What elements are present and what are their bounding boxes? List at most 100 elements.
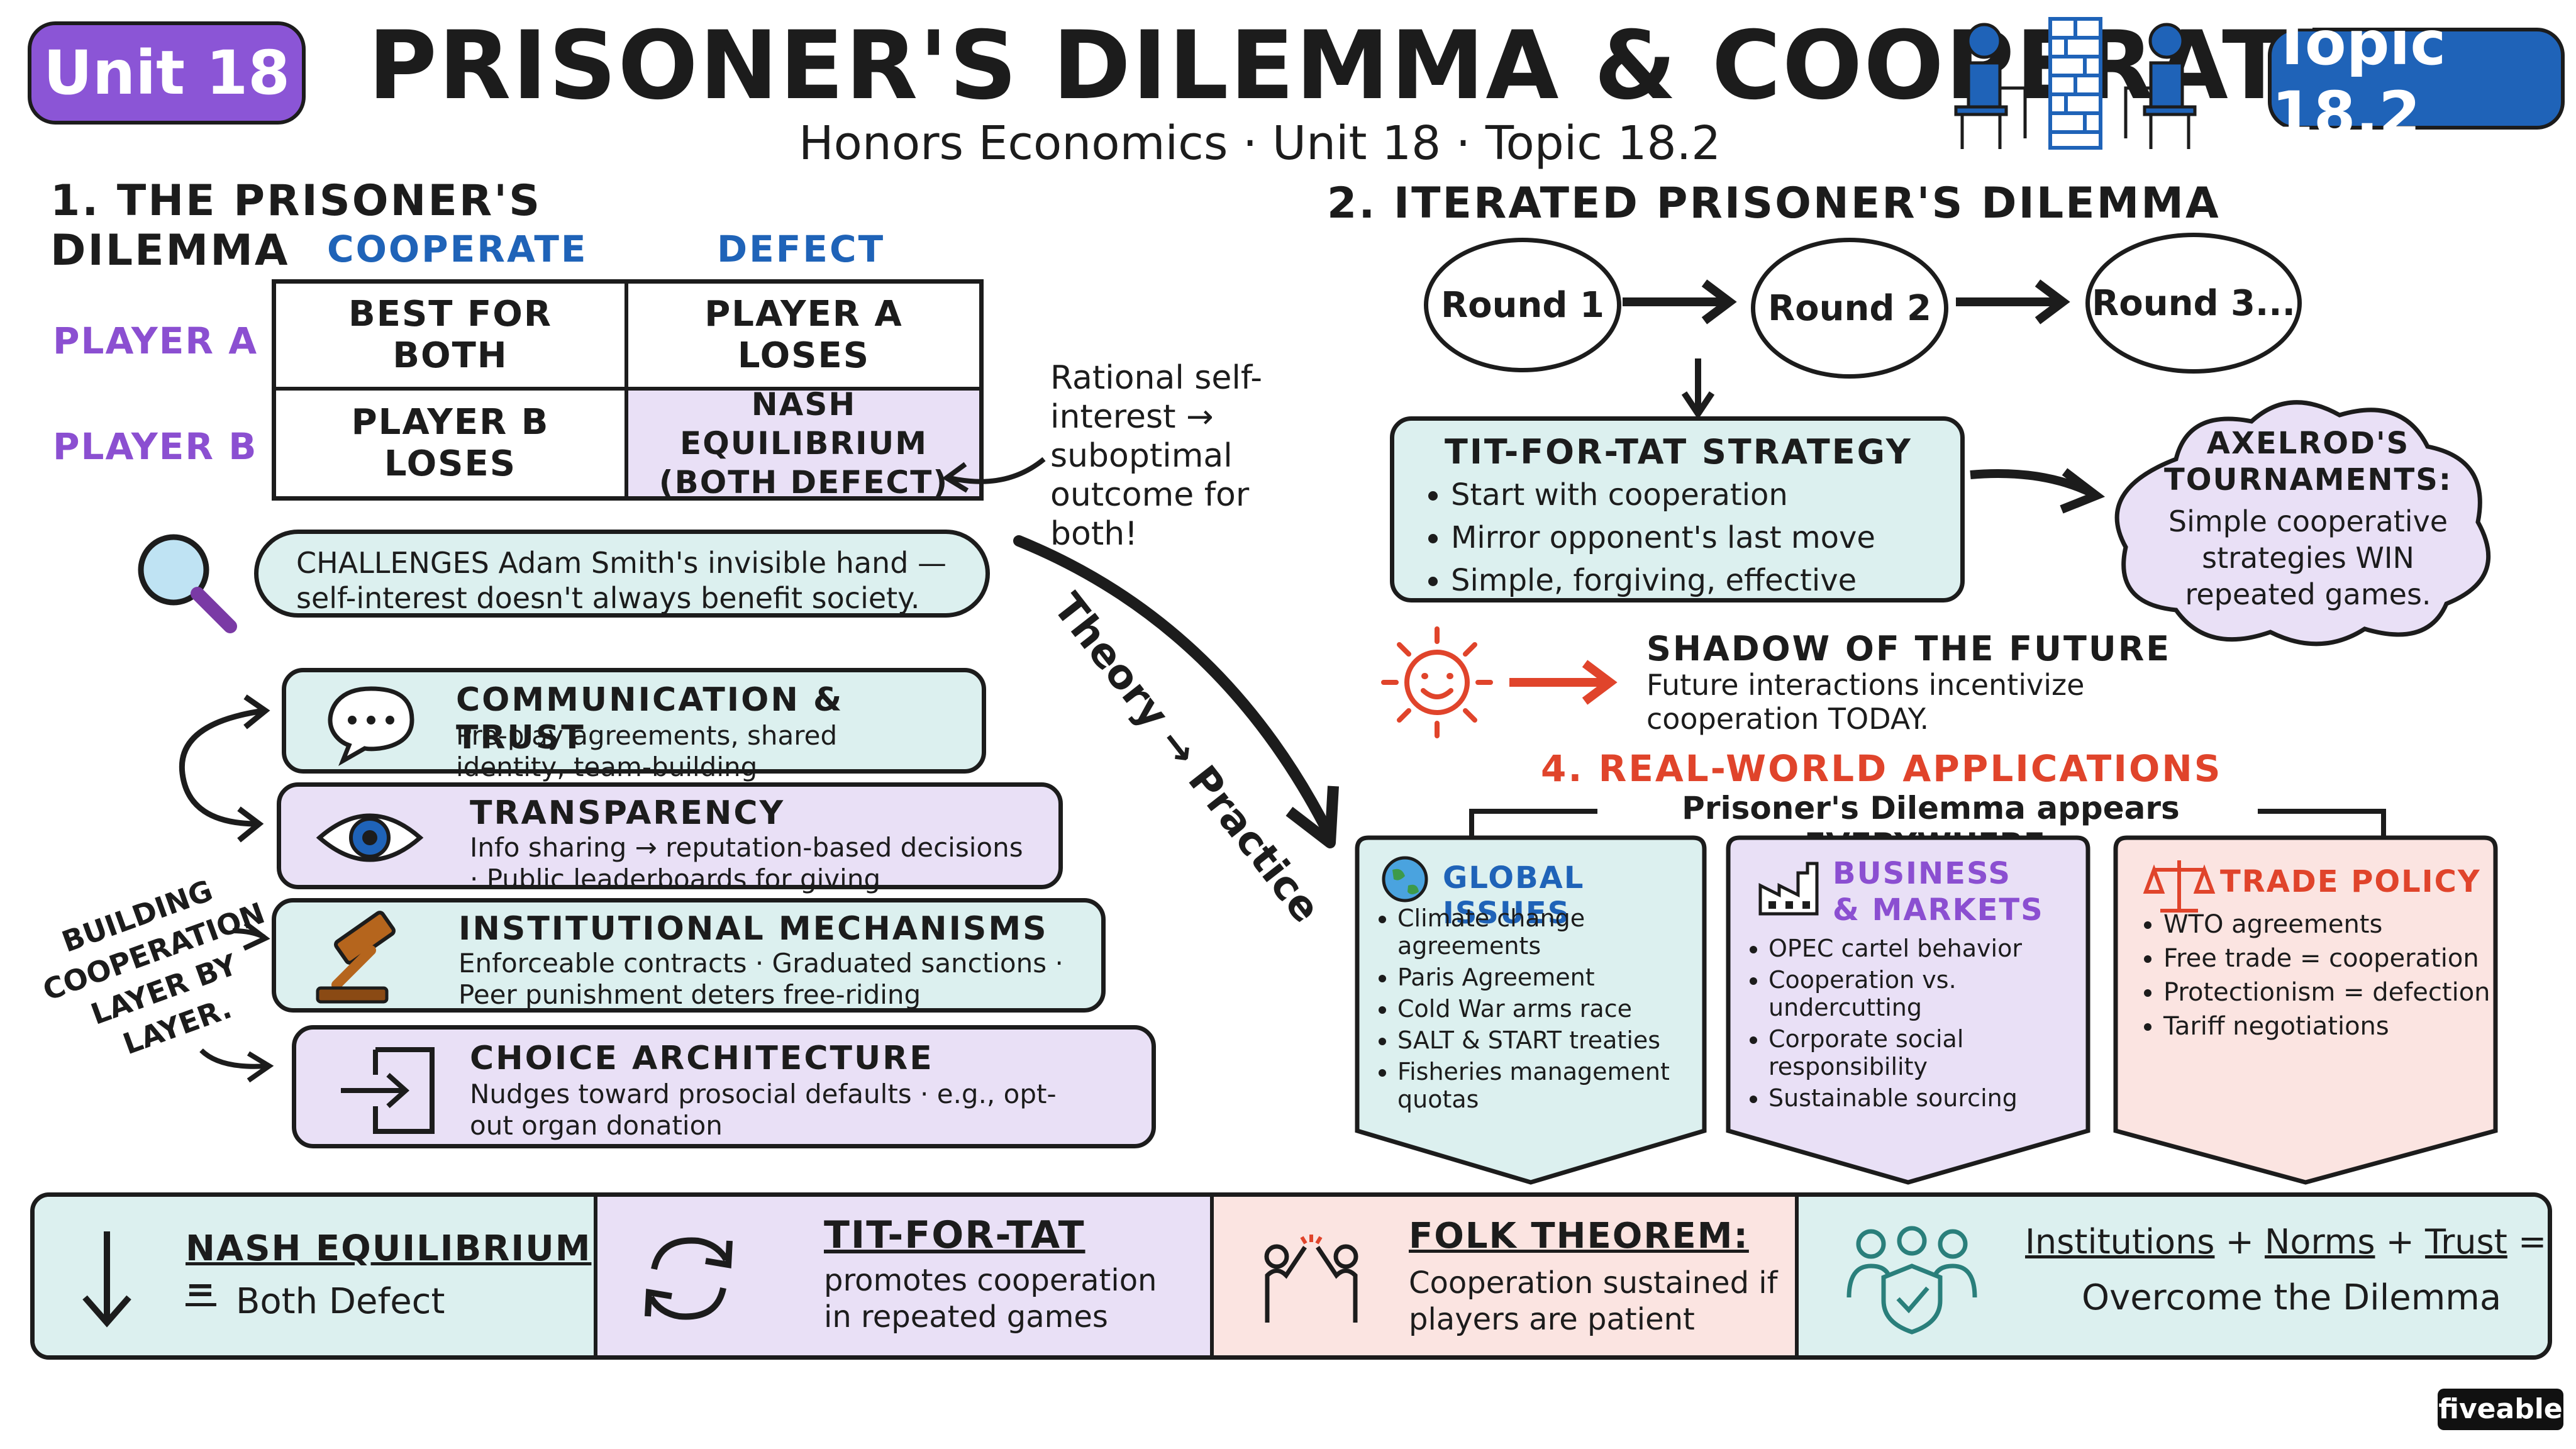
globe-icon [1382, 856, 1428, 902]
rounds-arrows [1623, 279, 2070, 420]
rational-self-interest-note: Rational self-interest → suboptimal outc… [1050, 359, 1263, 553]
section2-heading: 2. ITERATED PRISONER'S DILEMMA [1327, 179, 2221, 228]
summary-institutions: Institutions + Norms + Trust = Overcome … [1799, 1197, 2548, 1355]
business-markets-card: BUSINESS & MARKETS OPEC cartel behavior … [1726, 835, 2090, 1187]
sun-icon [1381, 626, 1618, 738]
trade-policy-item: Tariff negotiations [2163, 1011, 2490, 1041]
layer-institutional-body: Enforceable contracts · Graduated sancti… [458, 948, 1063, 1010]
challenge-bubble: CHALLENGES Adam Smith's invisible hand —… [254, 530, 990, 618]
matrix-row-player-b: PLAYER B [53, 425, 258, 468]
equals-sign: = [2518, 1222, 2547, 1262]
global-issues-item: Climate change agreements [1397, 904, 1712, 960]
page-title: PRISONER'S DILEMMA & COOPERATION [368, 11, 2486, 121]
round-3: Round 3... [2085, 233, 2302, 374]
layer-choice-body: Nudges toward prosocial defaults · e.g.,… [470, 1079, 1057, 1141]
business-markets-list: OPEC cartel behavior Cooperation vs. und… [1737, 935, 2096, 1116]
trade-policy-item: Protectionism = defection [2163, 977, 2490, 1008]
business-markets-item: Cooperation vs. undercutting [1768, 966, 2096, 1021]
high-five-icon [1264, 1235, 1358, 1323]
layer-transparency-body: Info sharing → reputation-based decision… [470, 832, 1023, 894]
layer-transparency-title: TRANSPARENCY [470, 794, 786, 832]
business-markets-item: OPEC cartel behavior [1768, 935, 2096, 962]
tft-summary-label: TIT-FOR-TAT [824, 1213, 1085, 1257]
layer-transparency: TRANSPARENCY Info sharing → reputation-b… [277, 782, 1063, 894]
round-2: Round 2 [1751, 238, 1948, 379]
axelrod-title: AXELROD'S TOURNAMENTS: [2163, 426, 2453, 497]
layers-curved-arrows [179, 694, 274, 1083]
challenge-text: CHALLENGES Adam Smith's invisible hand —… [296, 546, 947, 615]
layer-institutional-title: INSTITUTIONAL MECHANISMS [458, 910, 1048, 948]
scales-icon [2143, 860, 2216, 913]
matrix-cell-best-for-both: BEST FOR BOTH [276, 284, 628, 391]
layer-choice-title: CHOICE ARCHITECTURE [470, 1040, 934, 1077]
global-issues-card-shape [1355, 835, 1707, 1185]
global-issues-list: Climate change agreements Paris Agreemen… [1366, 904, 1712, 1117]
matrix-row-player-a: PLAYER A [53, 319, 258, 362]
note-arrow-icon [941, 457, 1046, 493]
institutions-result: Overcome the Dilemma [2082, 1277, 2502, 1318]
trade-policy-title: TRADE POLICY [2220, 864, 2481, 899]
payoff-matrix: BEST FOR BOTH PLAYER A LOSES PLAYER B LO… [272, 279, 984, 501]
topic-badge: Topic 18.2 [2268, 8, 2565, 149]
nash-label: NASH EQUILIBRIUM = [186, 1228, 592, 1310]
round-2-label: Round 2 [1768, 287, 1931, 329]
summary-nash: NASH EQUILIBRIUM = Both Defect [35, 1197, 597, 1355]
business-card-shape [1726, 835, 2090, 1185]
matrix-cell-player-a-loses: PLAYER A LOSES [628, 284, 979, 391]
layer-institutional-mechanisms: INSTITUTIONAL MECHANISMS Enforceable con… [272, 898, 1106, 1013]
global-issues-title: GLOBAL ISSUES [1443, 860, 1585, 931]
layer-communication-body: Pre-play agreements, shared identity, te… [456, 720, 838, 782]
round-3-label: Round 3... [2092, 282, 2296, 324]
matrix-col-defect: DEFECT [717, 228, 886, 270]
summary-folk-theorem: FOLK THEOREM: Cooperation sustained if p… [1214, 1197, 1799, 1355]
unit-badge: Unit 18 [28, 21, 306, 125]
round-1-label: Round 1 [1441, 284, 1604, 326]
global-issues-card: GLOBAL ISSUES Climate change agreements … [1355, 835, 1707, 1187]
layer-choice-architecture: CHOICE ARCHITECTURE Nudges toward prosoc… [292, 1025, 1156, 1148]
trade-policy-item: Free trade = cooperation [2163, 943, 2490, 974]
axelrod-body: Simple cooperative strategies WIN repeat… [2168, 504, 2448, 611]
global-issues-item: SALT & START treaties [1397, 1026, 1712, 1054]
section4-heading: 4. REAL-WORLD APPLICATIONS [1541, 747, 2223, 790]
eye-icon [316, 813, 424, 862]
cycle-arrows-icon [645, 1237, 733, 1320]
summary-bar: NASH EQUILIBRIUM = Both Defect TIT-FOR-T… [30, 1192, 2552, 1360]
business-markets-item: Sustainable sourcing [1768, 1084, 2096, 1112]
matrix-cell-nash-equilibrium: NASH EQUILIBRIUM (Both Defect) [628, 386, 979, 501]
tft-title: TIT-FOR-TAT STRATEGY [1445, 432, 1913, 472]
term-institutions: Institutions [2025, 1222, 2215, 1262]
matrix-cell-player-b-loses: PLAYER B LOSES [276, 391, 628, 496]
nash-value: Both Defect [236, 1281, 445, 1322]
trade-policy-card: TRADE POLICY WTO agreements Free trade =… [2113, 835, 2498, 1187]
group-shield-icon [1846, 1226, 1977, 1335]
brand-logo: fiveable [2438, 1389, 2563, 1430]
trade-policy-list: WTO agreements Free trade = cooperation … [2132, 909, 2490, 1045]
folk-body: Cooperation sustained if players are pat… [1409, 1265, 1778, 1337]
applications-brace [1469, 809, 2386, 836]
tft-point: Start with cooperation [1451, 475, 1935, 514]
business-markets-title: BUSINESS & MARKETS [1833, 856, 2044, 928]
layer-communication-trust: COMMUNICATION & TRUST Pre-play agreement… [282, 668, 986, 782]
magnifier-icon [138, 534, 237, 633]
page-subtitle: Honors Economics · Unit 18 · Topic 18.2 [799, 116, 1721, 170]
axelrod-cloud [2114, 400, 2491, 647]
factory-icon [1758, 862, 1819, 916]
plus-sign: + [2385, 1222, 2414, 1262]
prisoners-wall-icon [1954, 17, 2197, 150]
shadow-title: SHADOW OF THE FUTURE [1646, 629, 2172, 669]
round-1: Round 1 [1424, 238, 1621, 372]
tit-for-tat-box: TIT-FOR-TAT STRATEGY Start with cooperat… [1390, 416, 1965, 602]
global-issues-item: Cold War arms race [1397, 995, 1712, 1023]
tft-summary-body: promotes cooperation in repeated games [824, 1263, 1157, 1335]
plus-sign: + [2225, 1222, 2254, 1262]
folk-label: FOLK THEOREM: [1409, 1216, 1749, 1257]
tft-points: Start with cooperation Mirror opponent's… [1419, 475, 1935, 600]
trade-card-shape [2113, 835, 2498, 1185]
tft-point: Mirror opponent's last move [1451, 518, 1935, 557]
summary-tit-for-tat: TIT-FOR-TAT promotes cooperation in repe… [597, 1197, 1214, 1355]
theory-practice-arrow [1013, 535, 1339, 848]
section1-heading: 1. THE PRISONER'S DILEMMA [50, 176, 542, 275]
trade-policy-item: WTO agreements [2163, 909, 2490, 940]
term-norms: Norms [2265, 1222, 2375, 1262]
global-issues-item: Paris Agreement [1397, 963, 1712, 991]
